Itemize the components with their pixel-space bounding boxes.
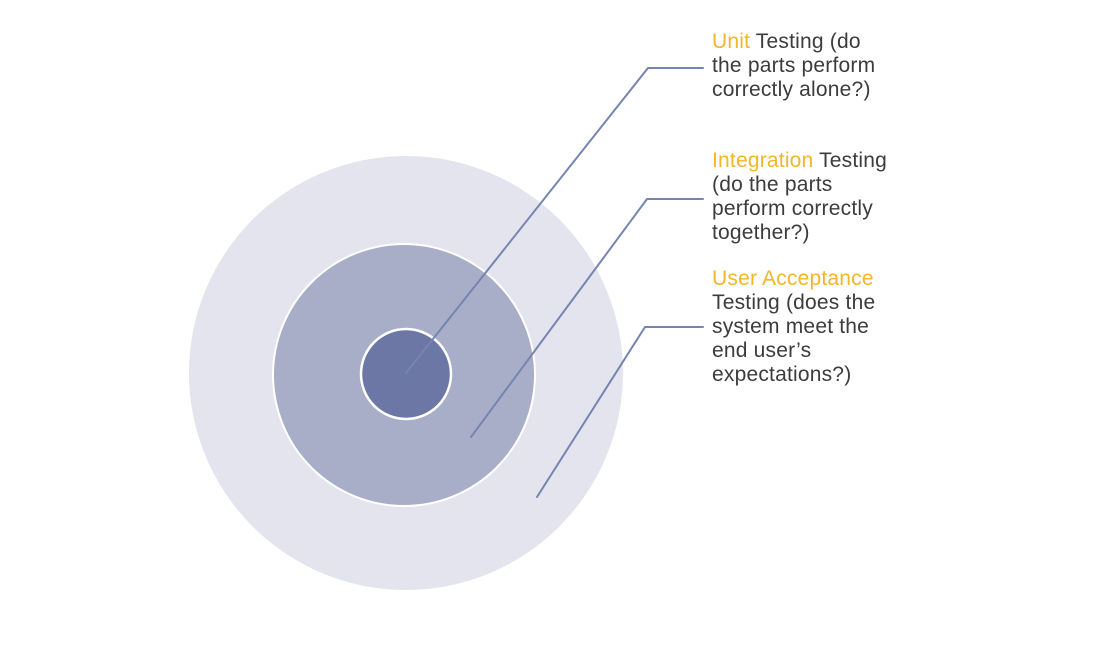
unit-testing-label-rest: Testing (do the parts perform correctly … (712, 30, 876, 101)
unit-testing-leader-line (405, 67, 704, 374)
integration-testing-label-rest: Testing (do the parts perform correctly … (712, 149, 888, 244)
user-acceptance-testing-label-highlight: User Acceptance (712, 267, 874, 290)
integration-testing-label-highlight: Integration (712, 149, 814, 172)
unit-testing-label: Unit Testing (do the parts perform corre… (712, 30, 942, 102)
integration-testing-label: Integration Testing (do the parts perfor… (712, 149, 942, 245)
user-acceptance-testing-label: User Acceptance Testing (does the system… (712, 267, 942, 387)
user-acceptance-testing-label-rest: Testing (does the system meet the end us… (712, 291, 876, 386)
integration-testing-leader-line (470, 198, 704, 438)
user-acceptance-testing-leader-line (536, 326, 704, 498)
unit-testing-label-highlight: Unit (712, 30, 751, 53)
